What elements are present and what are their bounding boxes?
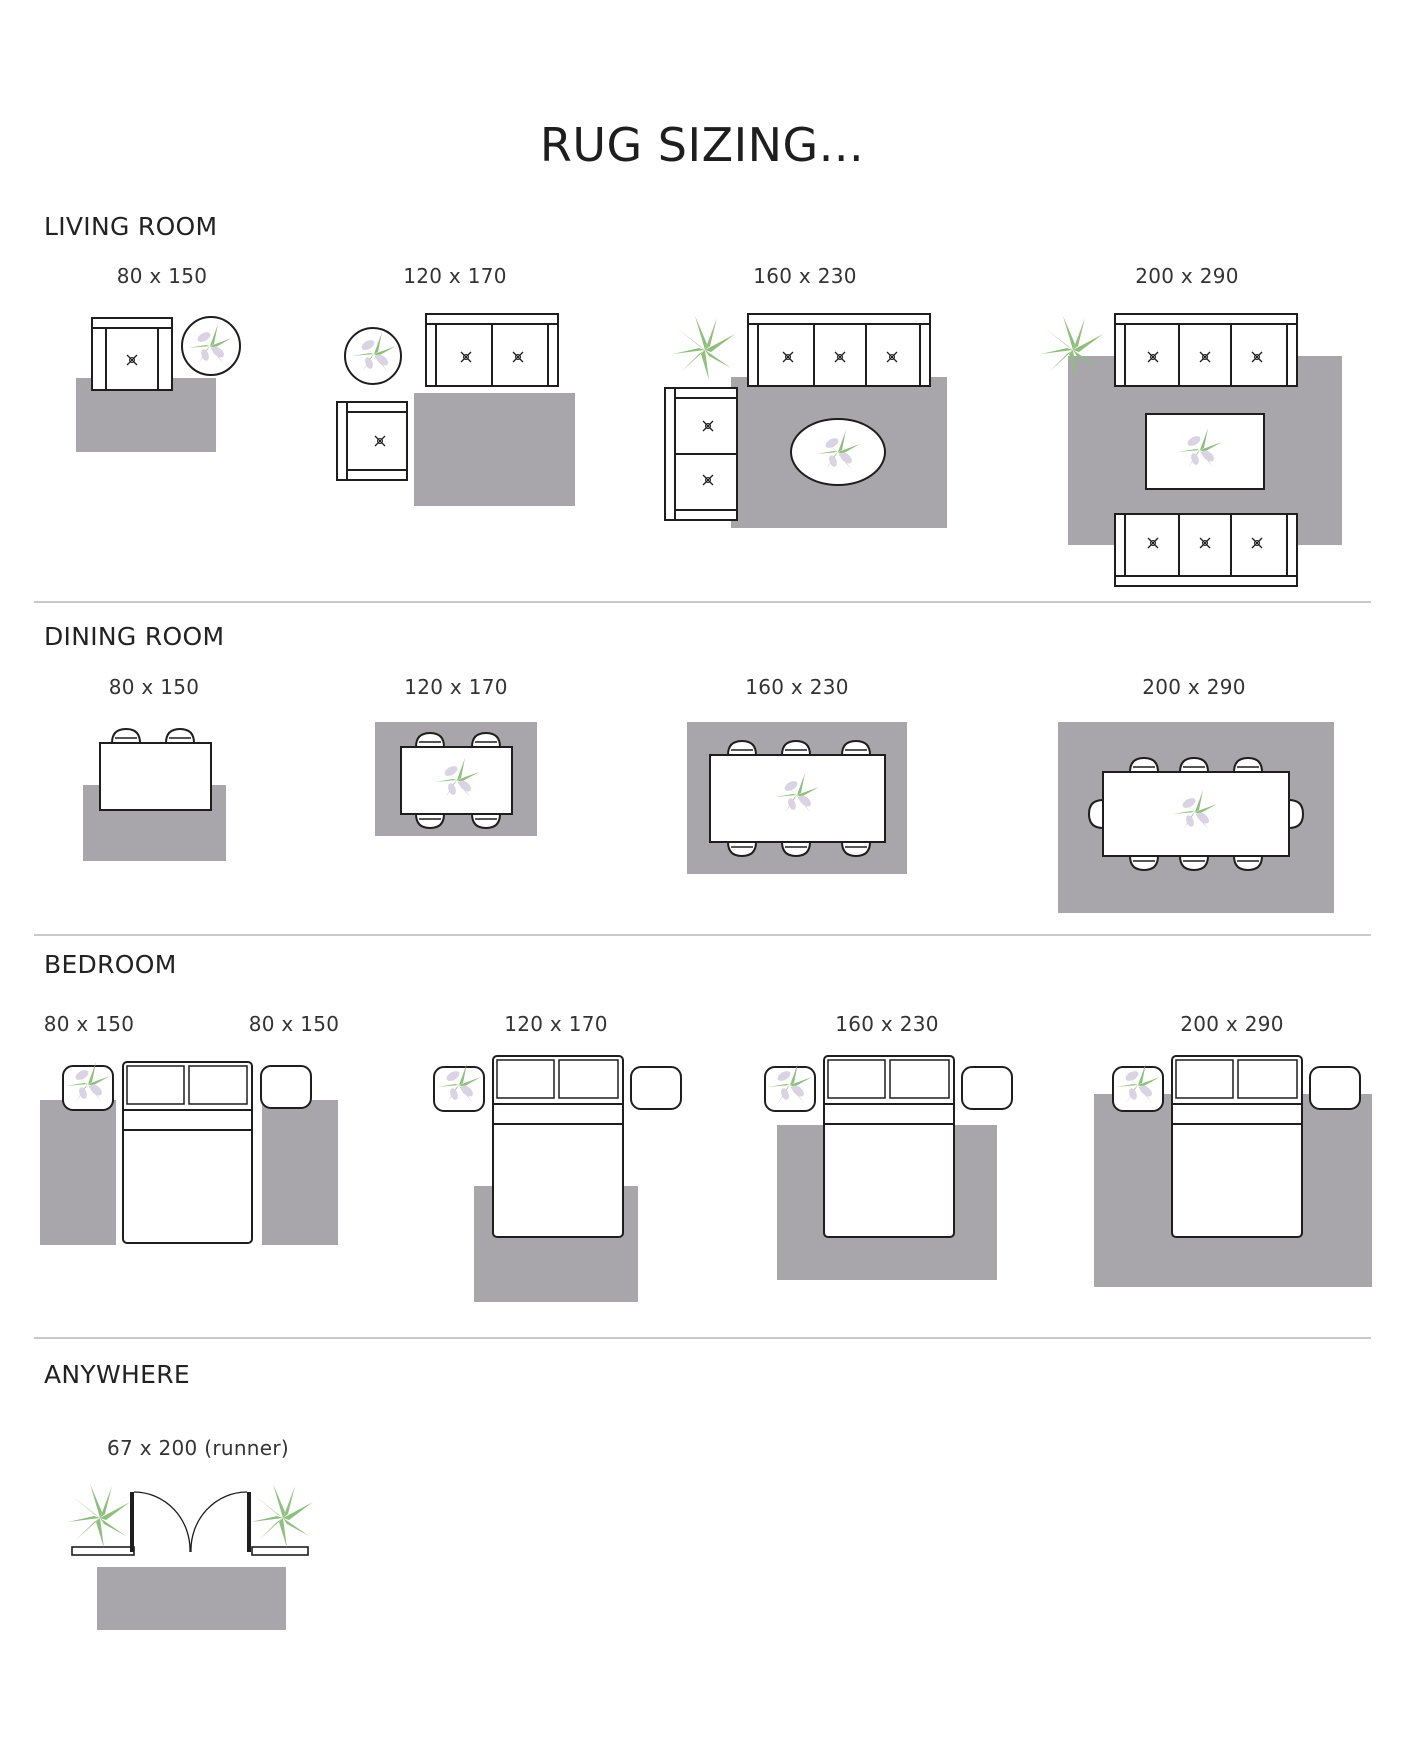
size-label: 80 x 150 [248,1012,340,1036]
bedroom-160x230 [764,1055,1013,1280]
nightstand [1112,1066,1164,1112]
size-label: 120 x 170 [403,264,507,288]
nightstand [62,1065,114,1111]
size-label: 200 x 290 [1142,675,1246,699]
size-label: 160 x 230 [745,675,849,699]
bed [1171,1055,1303,1238]
section-divider [34,1337,1371,1339]
size-label: 80 x 150 [108,675,200,699]
bed [823,1055,955,1238]
size-label: 200 x 290 [1180,1012,1284,1036]
living-80x150 [76,316,241,452]
wall [71,1546,135,1556]
rug-shape [414,393,575,506]
door-swing [190,1491,248,1553]
nightstand [1309,1066,1361,1110]
size-label: 160 x 230 [753,264,857,288]
rug-shape [40,1100,116,1245]
door-leaf [247,1492,251,1552]
chair-icon [1087,798,1104,830]
section-divider [34,934,1371,936]
size-label: 120 x 170 [504,1012,608,1036]
nightstand [433,1066,485,1112]
rug-shape [97,1567,286,1630]
size-label: 200 x 290 [1135,264,1239,288]
bedroom-80x150-pair [40,1061,338,1245]
nightstand [961,1066,1013,1110]
size-label: 160 x 230 [835,1012,939,1036]
dining-160x230 [687,722,907,874]
dining-table [99,742,212,811]
section-heading-dining-room: DINING ROOM [44,622,225,651]
nightstand [260,1065,312,1109]
bedroom-120x170 [433,1055,682,1302]
dining-80x150 [83,728,226,861]
section-heading-bedroom: BEDROOM [44,950,177,979]
section-heading-living-room: LIVING ROOM [44,212,218,241]
dining-200x290 [1058,722,1334,913]
rug-shape [262,1100,338,1245]
living-120x170 [336,313,575,506]
bedroom-200x290 [1094,1055,1372,1287]
size-label: 67 x 200 (runner) [106,1436,290,1460]
section-divider [34,601,1371,603]
size-label: 120 x 170 [404,675,508,699]
bed [122,1061,253,1244]
section-heading-anywhere: ANYWHERE [44,1360,190,1389]
nightstand [764,1066,816,1112]
nightstand [630,1066,682,1110]
anywhere-runner [68,1484,313,1630]
size-label: 80 x 150 [116,264,208,288]
bed [492,1055,624,1238]
page-title: RUG SIZING... [539,118,865,172]
chair-icon [1288,798,1305,830]
dining-120x170 [375,722,537,836]
dining-table [709,754,886,843]
living-160x230 [664,313,947,528]
living-200x290 [1041,313,1342,587]
side-table [344,327,402,385]
size-label: 80 x 150 [43,1012,135,1036]
wall [251,1546,309,1556]
door-leaf [130,1492,134,1552]
door-swing [133,1491,191,1553]
